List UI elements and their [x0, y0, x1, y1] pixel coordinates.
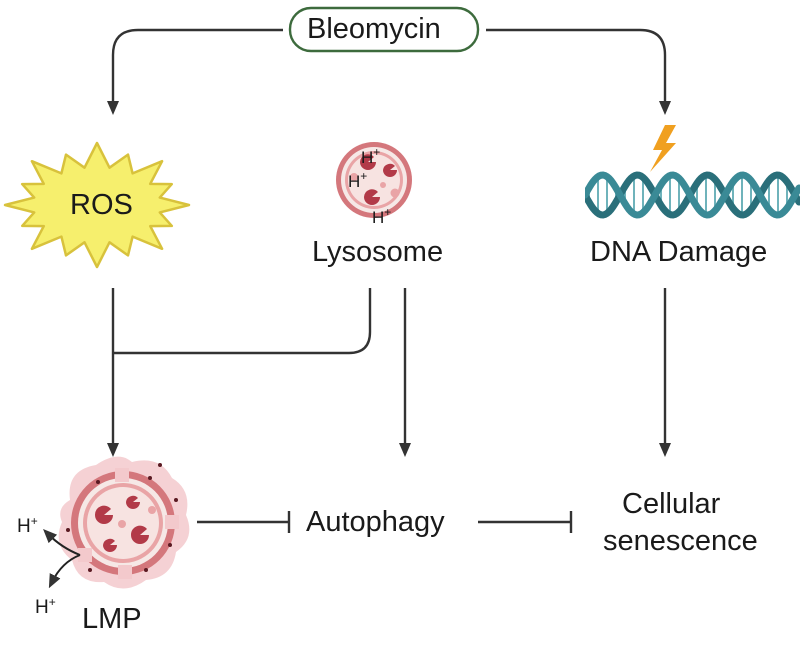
lmp-lysosome-icon — [43, 456, 190, 589]
lysosome-label: Lysosome — [312, 236, 444, 268]
proton-label: H+ — [372, 205, 392, 227]
lightning-icon — [650, 125, 676, 172]
edge-bleomycin-dna — [486, 28, 671, 115]
senescence-label-line1: Cellular — [622, 488, 721, 520]
lmp-label: LMP — [82, 603, 142, 635]
edge-lmp-inhibits-autophagy — [197, 511, 291, 533]
lysosome-icon — [336, 142, 412, 218]
edge-bleomycin-ros — [107, 28, 283, 115]
autophagy-label: Autophagy — [306, 506, 445, 538]
proton-label: H+ — [348, 169, 368, 191]
dna-helix-icon — [585, 171, 800, 219]
edge-lysosome-join — [113, 288, 372, 355]
bleomycin-box — [288, 6, 480, 53]
dna-damage-label: DNA Damage — [590, 236, 768, 268]
ros-burst-icon — [3, 141, 191, 269]
bleomycin-label: Bleomycin — [307, 13, 441, 45]
proton-label: H+ — [361, 145, 381, 167]
senescence-label-line2: senescence — [603, 525, 758, 557]
proton-label: H+ — [35, 595, 56, 618]
ros-label: ROS — [70, 189, 133, 221]
proton-label: H+ — [17, 514, 38, 537]
edge-autophagy-inhibits-senescence — [478, 511, 573, 533]
